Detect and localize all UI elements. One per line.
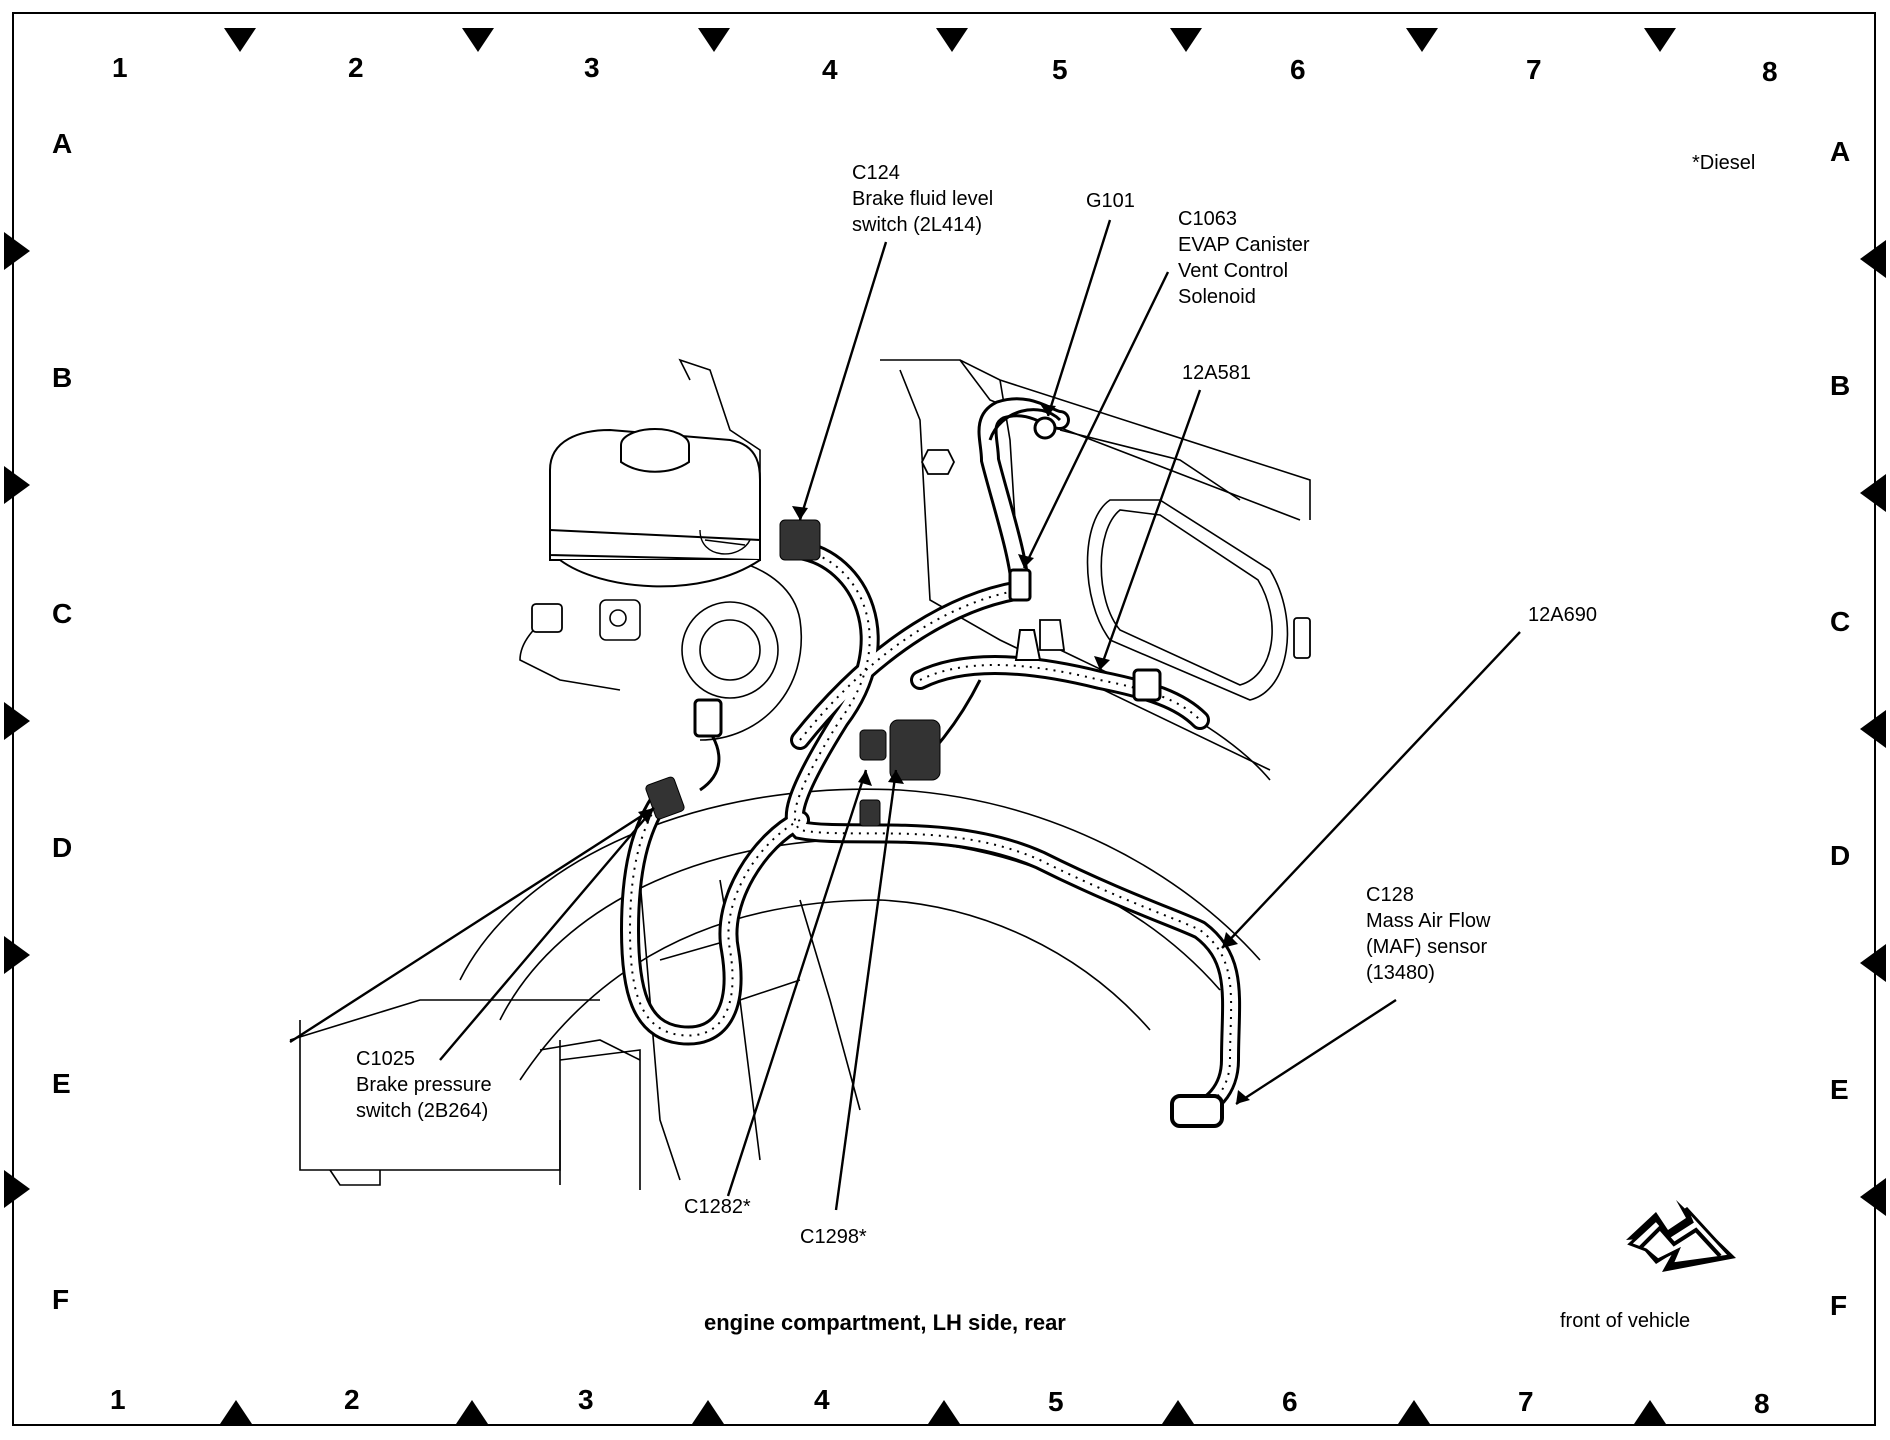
callout-c128-desc2: (MAF) sensor: [1366, 936, 1488, 958]
callout-c1298-id: C1298*: [800, 1226, 867, 1248]
direction-label: front of vehicle: [1560, 1310, 1691, 1332]
bracket-a: [1014, 629, 1042, 661]
callout-c1063-desc1: EVAP Canister: [1178, 234, 1310, 256]
grid-row-left-F: F: [52, 1284, 70, 1315]
harness-convolutions: [628, 549, 1233, 1111]
callout-12a690-id: 12A690: [1528, 604, 1597, 626]
grid-col-bottom-5: 5: [1048, 1386, 1064, 1417]
callout-c128-id: C128: [1366, 884, 1414, 906]
grid-row-right-E: E: [1830, 1074, 1849, 1105]
callout-c1025-desc2: switch (2B264): [356, 1100, 489, 1122]
grid-col-bottom-7: 7: [1518, 1386, 1534, 1417]
grid-row-left-D: D: [52, 832, 73, 863]
callout-12a690: 12A690: [1528, 602, 1597, 628]
grid-col-bottom-2: 2: [344, 1384, 360, 1415]
grid-row-right-F: F: [1830, 1290, 1848, 1321]
grid-col-bottom-6: 6: [1282, 1386, 1298, 1417]
grid-col-top-1: 1: [112, 52, 128, 83]
callout-12a581: 12A581: [1182, 360, 1251, 386]
callout-c1025-desc1: Brake pressure: [356, 1074, 492, 1096]
callout-c1025-id: C1025: [356, 1048, 415, 1070]
grid-col-bottom-3: 3: [578, 1384, 594, 1415]
grid-row-left-B: B: [52, 362, 73, 393]
callout-c124-id: C124: [852, 162, 900, 184]
grid-row-left-A: A: [52, 128, 73, 159]
callout-c1298: C1298*: [800, 1224, 867, 1250]
grid-col-top-8: 8: [1762, 56, 1778, 87]
diagram-caption: engine compartment, LH side, rear: [704, 1310, 1066, 1335]
callout-12a581-id: 12A581: [1182, 362, 1251, 384]
callout-c1063: C1063 EVAP Canister Vent Control Solenoi…: [1178, 206, 1310, 310]
callout-c1282: C1282*: [684, 1194, 751, 1220]
grid-row-right-D: D: [1830, 840, 1851, 871]
callout-c124-desc2: switch (2L414): [852, 214, 983, 236]
callout-c124: C124 Brake fluid level switch (2L414): [852, 160, 993, 238]
callout-c1063-desc2: Vent Control: [1178, 260, 1289, 282]
callout-c128-desc3: (13480): [1366, 962, 1435, 984]
leader-arrowheads: [638, 404, 1250, 1104]
connector-bodies: [645, 416, 1224, 1128]
brake-fluid-reservoir: [549, 428, 761, 588]
grid-col-top-4: 4: [822, 54, 838, 85]
callout-g101: G101: [1086, 188, 1135, 214]
callout-c1282-id: C1282*: [684, 1196, 751, 1218]
callout-g101-id: G101: [1086, 190, 1135, 212]
grid-col-top-5: 5: [1052, 54, 1068, 85]
grid-row-right-A: A: [1830, 136, 1851, 167]
grid-row-left-E: E: [52, 1068, 71, 1099]
grid-row-right-C: C: [1830, 606, 1851, 637]
grid-row-left-C: C: [52, 598, 73, 629]
callout-c1063-desc3: Solenoid: [1178, 286, 1256, 308]
grid-col-bottom-1: 1: [110, 1384, 126, 1415]
callout-c128-desc1: Mass Air Flow: [1366, 910, 1491, 932]
callout-c1025: C1025 Brake pressure switch (2B264): [356, 1046, 492, 1124]
grid-col-bottom-8: 8: [1754, 1388, 1770, 1419]
direction-arrow-icon: [1626, 1200, 1736, 1272]
mounting-bolts: [531, 449, 1311, 659]
reservoir-details: [699, 529, 751, 555]
grid-col-top-3: 3: [584, 52, 600, 83]
leader-lines: [289, 219, 1521, 1211]
grid-col-top-6: 6: [1290, 54, 1306, 85]
grid-col-top-2: 2: [348, 52, 364, 83]
grid-col-bottom-4: 4: [814, 1384, 830, 1415]
border-ticks: [4, 28, 1886, 1424]
grid-col-top-7: 7: [1526, 54, 1542, 85]
callout-c1063-id: C1063: [1178, 208, 1237, 230]
diesel-note: *Diesel: [1692, 152, 1756, 174]
callout-c124-desc1: Brake fluid level: [852, 188, 994, 210]
callout-c128: C128 Mass Air Flow (MAF) sensor (13480): [1366, 882, 1490, 986]
grid-row-right-B: B: [1830, 370, 1851, 401]
